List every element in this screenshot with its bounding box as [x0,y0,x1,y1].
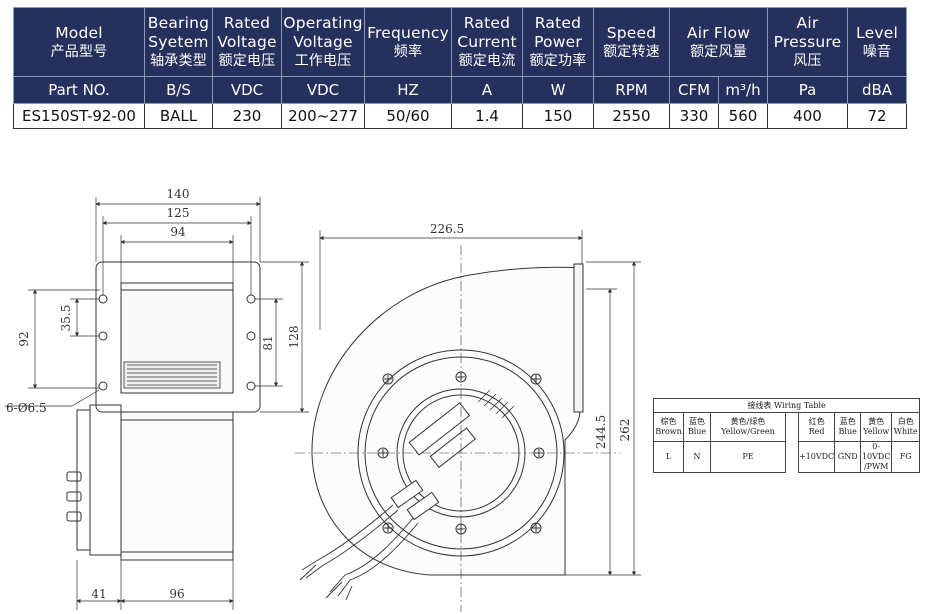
dim-41: 41 [91,587,106,601]
unit-cell: W [522,76,594,104]
value-cell: 50/60 [364,103,452,129]
wiring-gap [785,441,799,473]
front-view-labels: 226.5 244.5 262 [430,222,632,449]
value-cell: 1.4 [451,103,523,129]
side-motor [89,404,122,556]
value-cell: 230 [212,103,282,129]
dim-96: 96 [169,587,184,601]
unit-cell: VDC [281,76,365,104]
value-cell: 560 [718,103,768,129]
value-cell: ES150ST-92-00 [13,103,145,129]
value-cell: BALL [144,103,213,129]
unit-cell: Pa [767,76,848,104]
value-cell: 400 [767,103,848,129]
unit-cell: m³/h [718,76,768,104]
side-view [5,197,309,610]
outlet-flange [573,263,584,413]
unit-cell: Part NO. [13,76,145,104]
wire-value: PE [710,441,786,473]
cable-glands [66,471,82,522]
unit-cell: RPM [593,76,670,104]
side-scroll-body [120,411,234,561]
dim-125: 125 [167,206,190,220]
wiring-value-row: L N PE +10VDC GND 0-10VDC /PWM FG [653,441,921,473]
wire-value: +10VDC [797,441,836,473]
value-cell: 150 [522,103,594,129]
wire-value: L [653,441,684,473]
wire-value: FG [891,441,921,473]
dim-81: 81 [261,335,275,350]
cables [299,504,419,601]
cooling-fins [477,389,515,419]
unit-cell: HZ [364,76,452,104]
unit-cell: CFM [669,76,719,104]
dim-140: 140 [167,187,190,201]
unit-cell: B/S [144,76,213,104]
side-view-labels: 140 125 94 35.5 92 81 128 6-Ø6.5 41 96 [6,187,301,601]
dim-128: 128 [287,326,301,349]
unit-cell: VDC [212,76,282,104]
dim-holes: 6-Ø6.5 [6,401,47,415]
wiring-gap [785,412,799,442]
dim-226-5: 226.5 [430,222,464,236]
spec-units-row: Part NO. B/S VDC VDC HZ A W RPM CFM m³/h… [13,76,907,104]
value-cell: 2550 [593,103,670,129]
cable-exit [390,479,440,521]
dim-92: 92 [17,331,31,346]
spec-data-row: ES150ST-92-00 BALL 230 200~277 50/60 1.4… [13,103,907,129]
value-cell: 72 [847,103,907,129]
value-cell: 330 [669,103,719,129]
wire-value: N [683,441,711,473]
front-view [295,230,641,612]
dim-262: 262 [618,419,632,442]
wire-value: 0-10VDC /PWM [860,441,893,473]
unit-cell: A [451,76,523,104]
dim-244-5: 244.5 [594,415,608,449]
wire-value: GND [834,441,862,473]
value-cell: 200~277 [281,103,365,129]
unit-cell: dBA [847,76,907,104]
impeller-blades [123,361,221,389]
wiring-title: 接线表 Wiring Table [652,398,921,413]
dim-94: 94 [170,225,186,239]
dim-35-5: 35.5 [59,305,73,332]
